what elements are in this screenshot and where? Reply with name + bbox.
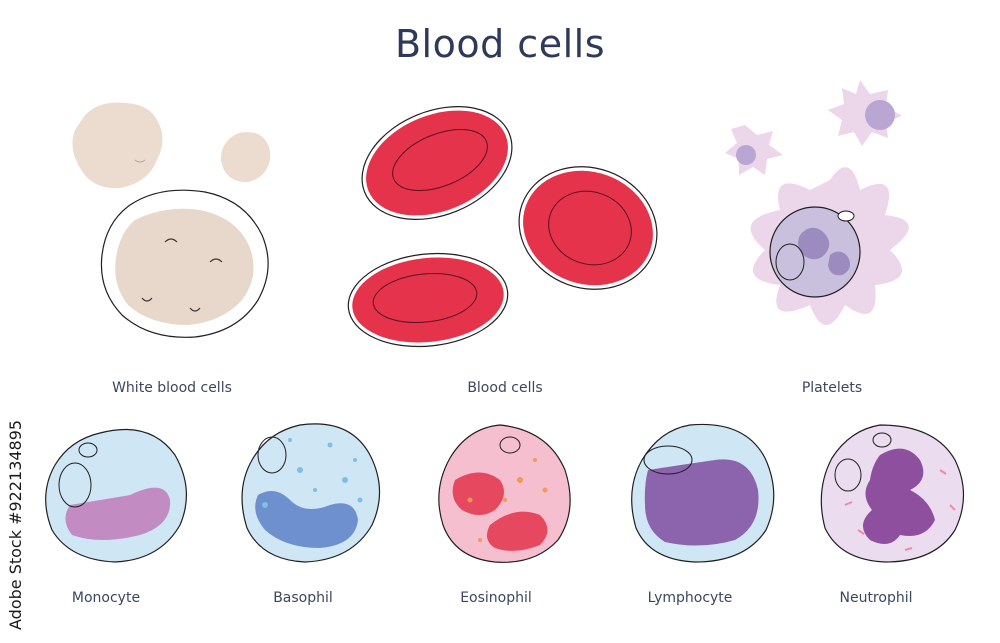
red-cell-bottom <box>352 257 504 343</box>
white-blood-cells-illustration <box>72 102 271 338</box>
lymphocyte-illustration <box>631 423 775 563</box>
eosinophil-illustration <box>438 424 571 563</box>
label-eosinophil: Eosinophil <box>460 590 532 606</box>
red-cell-bottom-outline <box>347 252 509 348</box>
label-white-blood-cells: White blood cells <box>112 380 232 396</box>
label-lymphocyte: Lymphocyte <box>647 590 733 606</box>
neutrophil-illustration <box>820 424 964 563</box>
page-title: Blood cells <box>394 22 605 66</box>
wbc-small-cell-1 <box>72 102 163 189</box>
red-cell-right <box>523 170 653 286</box>
watermark-id: #922134895 <box>6 419 25 525</box>
platelets-illustration <box>725 80 909 325</box>
wbc-large-cell-body <box>115 208 254 325</box>
label-neutrophil: Neutrophil <box>839 590 913 606</box>
basophil-illustration <box>241 423 381 563</box>
watermark-sidebar: Adobe Stock #922134895 <box>2 400 28 630</box>
red-cell-top-outline <box>361 106 513 220</box>
wbc-small-cell-2 <box>220 132 271 183</box>
watermark-brand: Adobe Stock <box>6 530 25 630</box>
label-blood-cells: Blood cells <box>467 380 543 396</box>
red-cell-right-outline <box>518 166 658 290</box>
label-basophil: Basophil <box>273 590 333 606</box>
red-blood-cells-illustration <box>347 106 658 348</box>
red-cell-top <box>366 110 508 216</box>
label-platelets: Platelets <box>801 380 863 396</box>
monocyte-illustration <box>45 428 188 563</box>
label-monocyte: Monocyte <box>71 590 141 606</box>
